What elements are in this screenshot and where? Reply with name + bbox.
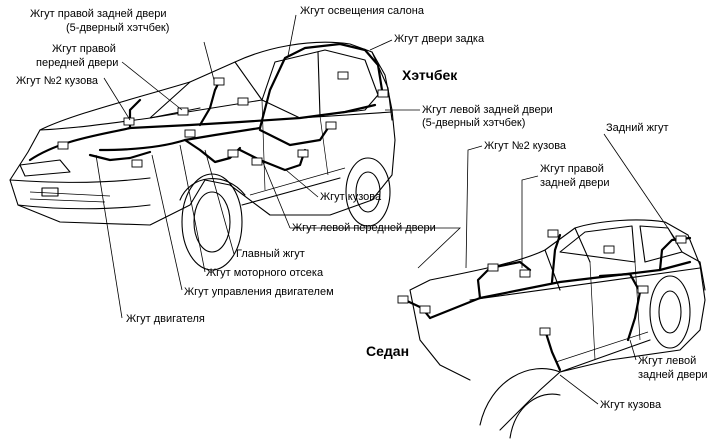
label-rear-left-door-note: (5-дверный хэтчбек) (422, 117, 525, 129)
sedan-labels: Жгут №2 кузова Жгут правой задней двери … (366, 122, 708, 411)
hatchback-car-drawing (9, 41, 396, 271)
label-sedan-rear: Задний жгут (606, 122, 669, 134)
label-rear-left-door: Жгут левой задней двери (422, 104, 553, 116)
label-tailgate: Жгут двери задка (394, 33, 485, 45)
leader-lines (95, 14, 677, 405)
label-front-right-door: Жгут правой (52, 43, 116, 55)
label-sedan-body-no2: Жгут №2 кузова (484, 140, 567, 152)
label-sedan-body: Жгут кузова (600, 399, 662, 411)
label-engine-bay: Жгут моторного отсека (206, 267, 324, 279)
label-front-right-door-2: передней двери (36, 57, 118, 69)
title-sedan: Седан (366, 343, 409, 359)
label-sedan-rear-right-door: Жгут правой (540, 163, 604, 175)
hatchback-labels: Жгут правой задней двери (5-дверный хэтч… (16, 5, 553, 325)
title-hatchback: Хэтчбек (402, 67, 458, 83)
sedan-connectors (397, 229, 687, 336)
label-body-no2: Жгут №2 кузова (16, 75, 99, 87)
label-engine: Жгут двигателя (126, 313, 205, 325)
label-main: Главный жгут (236, 248, 305, 260)
label-interior-light: Жгут освещения салона (300, 5, 425, 17)
label-engine-control: Жгут управления двигателем (184, 286, 334, 298)
label-sedan-rear-left-door-2: задней двери (638, 369, 708, 381)
hatchback-connectors (57, 71, 389, 168)
label-rear-right-door-note: (5-дверный хэтчбек) (66, 22, 169, 34)
hatchback-harness-wires (28, 42, 384, 172)
label-front-left-door: Жгут левой передней двери (292, 222, 436, 234)
label-rear-right-door: Жгут правой задней двери (30, 8, 167, 20)
label-sedan-rear-right-door-2: задней двери (540, 177, 610, 189)
label-sedan-rear-left-door: Жгут левой (638, 355, 696, 367)
label-body: Жгут кузова (320, 191, 382, 203)
